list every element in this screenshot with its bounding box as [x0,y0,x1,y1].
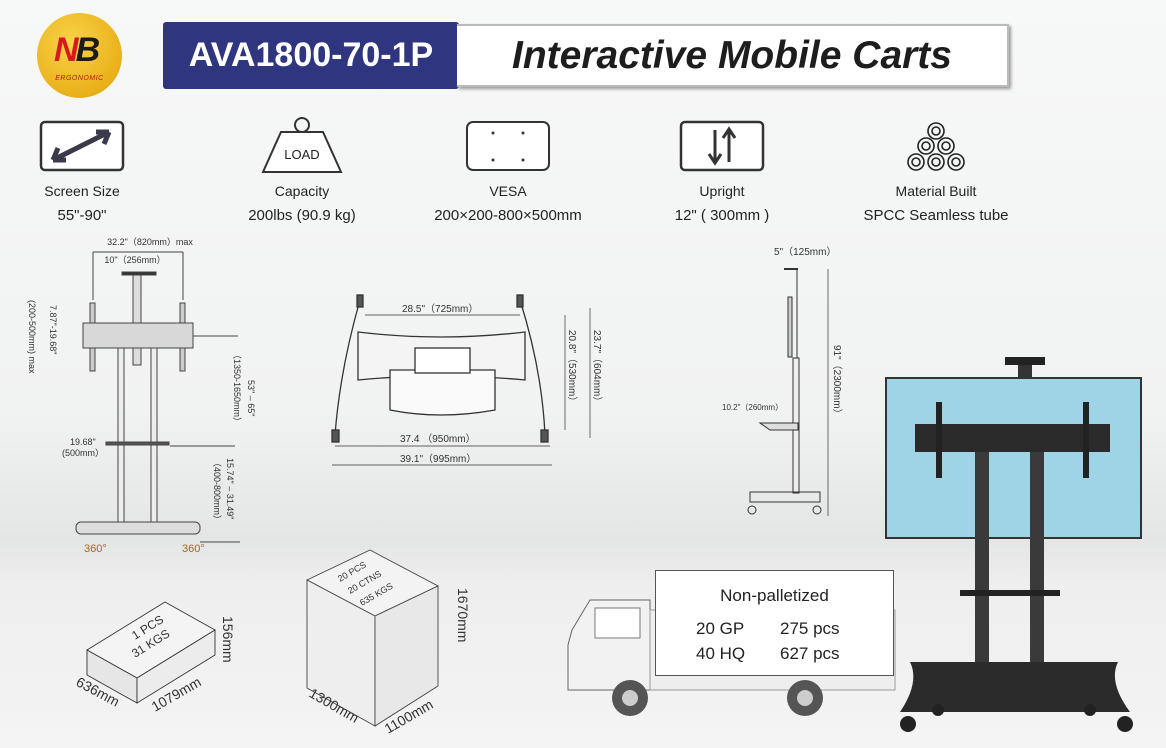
qty-20gp: 275 pcs [780,619,840,638]
spec-capacity: LOAD Capacity 200lbs (90.9 kg) [202,117,402,224]
svg-text:28.5"（725mm）: 28.5"（725mm） [402,303,478,315]
svg-text:(500mm）: (500mm） [62,448,104,458]
svg-text:37.4 （950mm）: 37.4 （950mm） [400,433,476,445]
spec-label: Screen Size [44,183,120,199]
spec-label: Upright [699,183,745,199]
svg-text:1670mm: 1670mm [455,588,471,642]
qty-40hq: 627 pcs [780,644,840,663]
svg-text:23.7"（604mm）: 23.7"（604mm） [591,330,603,406]
spec-value: 200×200-800×500mm [434,207,582,224]
svg-text:20.8"（530mm）: 20.8"（530mm） [566,330,578,406]
front-view-drawing: 32.2"（820mm）max 10"（256mm） 7.87"-19.68" … [27,237,256,555]
container-40hq: 40 HQ [696,644,746,663]
diagonal-arrow-icon [39,120,125,172]
svg-text:LOAD: LOAD [284,147,319,162]
page-title: Interactive Mobile Carts [457,24,1009,87]
spec-label: Material Built [895,183,977,199]
spec-upright: Upright 12" ( 300mm ) [622,118,822,224]
svg-text:10.2"（260mm）: 10.2"（260mm） [722,403,783,412]
logo-subtitle: ERGONOMIC [55,75,104,82]
svg-text:91"（2300mm）: 91"（2300mm） [831,345,843,419]
svg-text:53" – 65": 53" – 65" [246,380,256,416]
spec-label: Capacity [274,183,330,199]
logo-mark: NB [54,31,100,69]
svg-text:5"（125mm）: 5"（125mm） [774,246,836,258]
svg-text:360°: 360° [84,543,107,555]
load-weight-icon: LOAD [261,117,343,173]
spec-value: 55"-90" [57,207,107,224]
spec-value: 12" ( 300mm ) [674,207,770,224]
svg-text:7.87"-19.68": 7.87"-19.68" [48,305,58,354]
spec-label: VESA [489,183,527,199]
brand-logo: NB ERGONOMIC [37,13,122,98]
side-view-drawing: 5"（125mm） 91"（2300mm） 10.2"（260mm） [722,246,843,516]
svg-text:19.68": 19.68" [70,437,96,447]
svg-text:39.1"（995mm）: 39.1"（995mm） [400,453,476,465]
spec-value: 200lbs (90.9 kg) [248,207,356,224]
spec-value: SPCC Seamless tube [863,207,1009,224]
product-photo [885,357,1142,732]
svg-text:15.74" – 31.49": 15.74" – 31.49" [225,458,235,519]
svg-text:32.2"（820mm）max: 32.2"（820mm）max [107,237,193,247]
material-spiral-icon [907,122,965,171]
vesa-pattern-icon [466,121,550,171]
svg-text:360°: 360° [182,543,205,555]
spec-vesa: VESA 200×200-800×500mm [408,118,608,224]
carton-drawing: 1 PCS 31 KGS 156mm 636mm 1079mm [75,601,236,715]
shipping-title: Non-palletized [720,586,829,605]
model-number: AVA1800-70-1P [163,22,459,89]
svg-text:10"（256mm）: 10"（256mm） [104,255,165,265]
svg-text:156mm: 156mm [220,616,236,663]
svg-text:（1350-1650mm）: （1350-1650mm） [232,350,242,426]
svg-text:(200-500mm) max: (200-500mm) max [27,300,37,374]
shipping-info-box: Non-palletized 20 GP 275 pcs 40 HQ 627 p… [655,570,894,676]
svg-text:（400-800mm）: （400-800mm） [212,458,222,524]
spec-screen-size: Screen Size 55"-90" [0,118,182,224]
up-down-arrows-icon [679,120,765,172]
pallet-drawing: 20 PCS 20 CTNS 635 KGS 1670mm 1300mm 110… [305,549,471,737]
container-20gp: 20 GP [696,619,745,638]
top-view-drawing: 28.5"（725mm） 37.4 （950mm） 39.1"（995mm） 2… [331,294,603,466]
spec-material: Material Built SPCC Seamless tube [836,118,1036,224]
